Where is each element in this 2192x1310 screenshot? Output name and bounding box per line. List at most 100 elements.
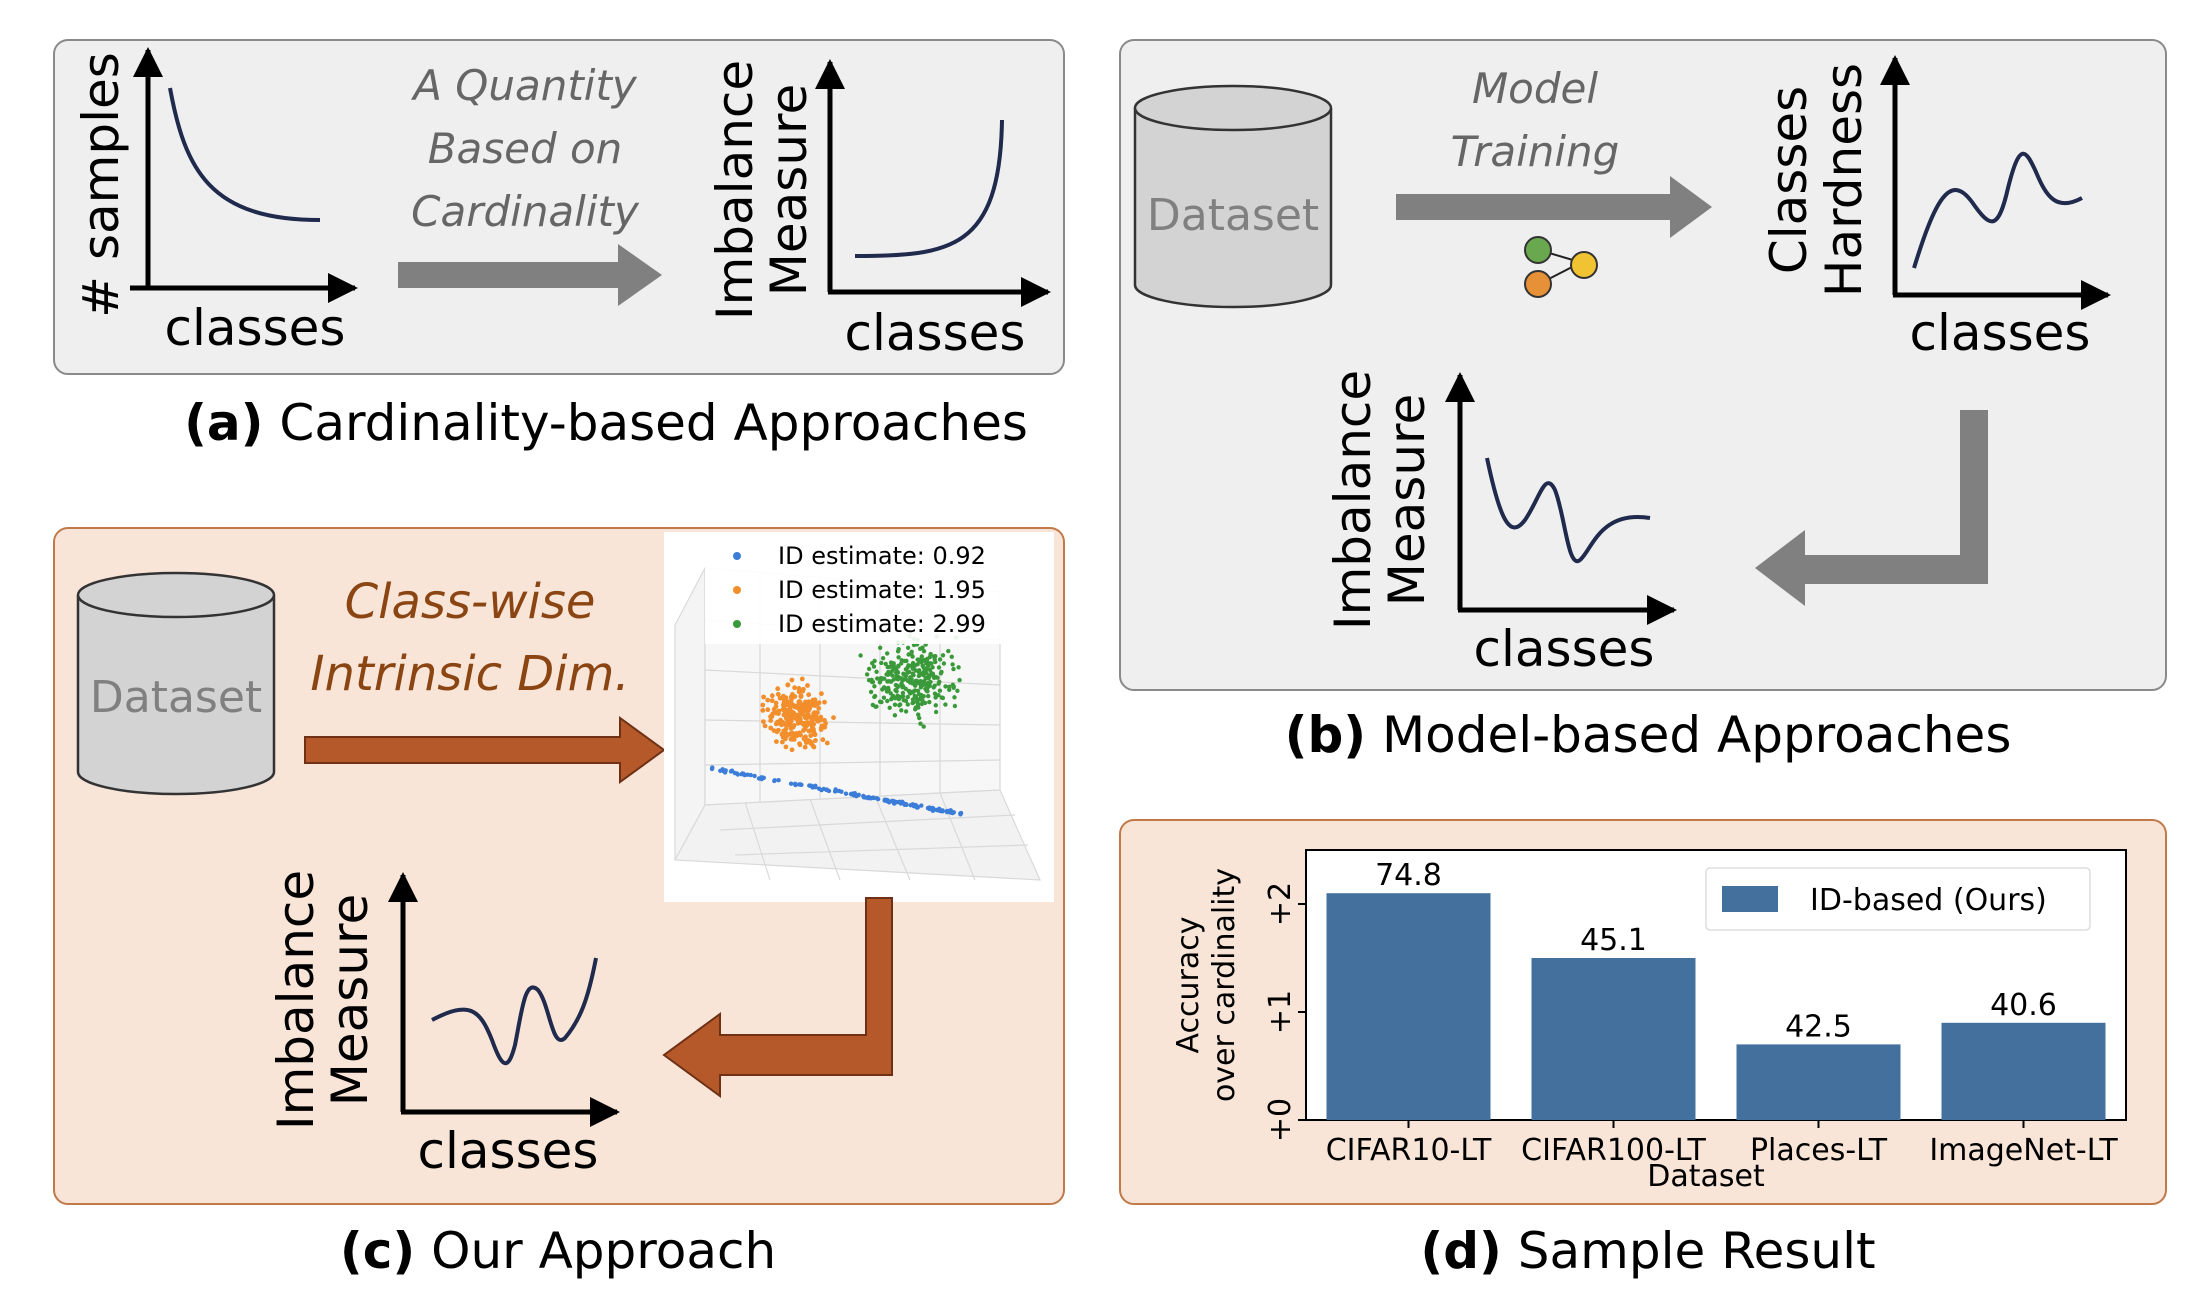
arrow-shape — [398, 244, 662, 306]
panel-c: Dataset Class-wise Intrinsic Dim. — [53, 527, 1065, 1205]
scatter-point — [929, 661, 934, 666]
arrow-label: Model — [1472, 64, 1598, 113]
scatter-point — [896, 655, 901, 660]
scatter-point — [887, 705, 892, 710]
scatter-point — [791, 737, 797, 742]
panel-b-plot-hardness: Classes Hardness classes — [1760, 55, 2111, 362]
scatter-point — [865, 795, 871, 801]
scatter-point — [775, 719, 780, 725]
scatter-point — [920, 697, 925, 703]
scatter-point — [788, 726, 794, 731]
legend-label: ID-based (Ours) — [1810, 883, 2047, 918]
scatter-point — [890, 673, 895, 678]
chart-ylabel: Accuracy — [1171, 917, 1206, 1054]
scatter-point — [807, 705, 812, 711]
scatter-point — [765, 707, 771, 713]
legend-swatch — [1722, 886, 1778, 912]
scatter-point — [768, 714, 773, 720]
scatter-point — [910, 700, 915, 706]
scatter-point — [761, 694, 766, 700]
scatter-point — [819, 691, 824, 697]
scatter-point — [921, 724, 926, 729]
scatter-point — [796, 686, 802, 691]
scatter-point — [957, 677, 962, 683]
dataset-label: Dataset — [1147, 190, 1319, 241]
scatter-point — [933, 709, 939, 715]
scatter-point — [955, 688, 960, 693]
scatter-point — [804, 738, 810, 744]
scatter-point — [899, 683, 904, 688]
imbalance-curve — [1485, 457, 1651, 564]
scatter-point — [796, 689, 802, 695]
scatter-point — [831, 715, 836, 720]
scatter-3d-plot: ID estimate: 0.92 ID estimate: 1.95 ID e… — [664, 532, 1054, 902]
scatter-point — [752, 773, 757, 779]
bar-data-label: 40.6 — [1990, 988, 2057, 1023]
scatter-point — [921, 679, 926, 684]
scatter-point — [926, 805, 931, 811]
scatter-point — [917, 659, 922, 664]
scatter-point — [805, 683, 810, 688]
scatter-point — [932, 683, 937, 688]
scatter-point — [799, 676, 805, 682]
scatter-point — [775, 691, 781, 697]
scatter-point — [822, 699, 827, 705]
scatter-point — [890, 799, 896, 804]
scatter-point — [925, 689, 930, 694]
scatter-point — [951, 666, 956, 672]
scatter-point — [913, 705, 918, 710]
scatter-point — [916, 680, 921, 685]
panel-a-plot-samples: # samples classes — [72, 47, 358, 357]
scatter-point — [797, 741, 802, 747]
scatter-point — [817, 717, 823, 723]
scatter-point — [878, 678, 883, 683]
scatter-point — [936, 681, 941, 686]
scatter-point — [951, 810, 956, 815]
scatter-point — [890, 693, 896, 699]
scatter-point — [956, 665, 961, 670]
scatter-point — [914, 699, 920, 705]
scatter-point — [807, 783, 812, 788]
plot-xlabel: classes — [1474, 620, 1655, 678]
scatter-point — [913, 668, 919, 673]
scatter-point — [871, 664, 877, 669]
scatter-point — [935, 675, 940, 680]
scatter-point — [910, 697, 916, 702]
scatter-point — [900, 690, 906, 696]
scatter-point — [875, 676, 880, 681]
scatter-point — [774, 739, 779, 744]
scatter-point — [871, 795, 876, 801]
scatter-point — [811, 726, 816, 732]
plot-xlabel: classes — [845, 304, 1026, 362]
scatter-point — [880, 656, 886, 661]
scatter-point — [811, 744, 817, 750]
scatter-point — [809, 699, 814, 705]
y-tick-label: +0 — [1263, 1098, 1298, 1142]
scatter-point — [918, 721, 923, 726]
scatter-point — [884, 689, 890, 694]
scatter-point — [784, 708, 790, 713]
scatter-point — [879, 660, 884, 666]
dataset-label: Dataset — [90, 672, 262, 723]
scatter-point — [839, 789, 844, 794]
scatter-point — [787, 705, 793, 711]
scatter-point — [800, 702, 806, 708]
scatter-point — [885, 798, 890, 803]
scatter-point — [878, 645, 883, 650]
scatter-point — [916, 673, 922, 679]
scatter-point — [790, 714, 796, 720]
legend-label: ID estimate: 2.99 — [778, 610, 986, 638]
scatter-point — [895, 693, 900, 698]
scatter-point — [928, 651, 933, 657]
scatter-point — [748, 772, 753, 778]
scatter-point — [879, 699, 884, 705]
scatter-point — [858, 653, 863, 658]
plot-ylabel: Measure — [760, 84, 818, 297]
plot-ylabel: Measure — [1378, 394, 1436, 607]
scatter-point — [720, 767, 725, 772]
scatter-point — [958, 811, 963, 816]
scatter-point — [943, 702, 948, 707]
scatter-point — [943, 684, 948, 689]
scatter-point — [787, 731, 793, 737]
